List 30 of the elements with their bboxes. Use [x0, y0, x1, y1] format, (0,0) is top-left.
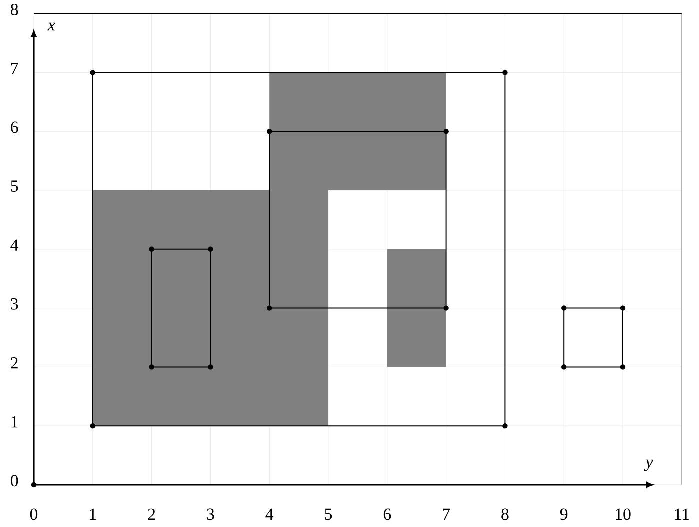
tick-label: 5 — [11, 180, 18, 192]
tick-label: 10 — [616, 508, 631, 520]
tick-label: 11 — [675, 508, 690, 520]
rectangle — [562, 306, 626, 370]
tick-label: 4 — [10, 240, 19, 251]
tick-label: 8 — [10, 4, 18, 16]
tick-label: 8 — [502, 508, 509, 520]
tick-label: 7 — [11, 63, 18, 74]
tick-label: 5 — [325, 508, 332, 520]
tick-label: 2 — [148, 508, 156, 520]
tick-label: 1 — [90, 508, 96, 520]
axis-label: x — [48, 22, 56, 31]
tick-label: 7 — [443, 508, 450, 520]
rectangle — [149, 246, 214, 370]
tick-label: 0 — [10, 475, 18, 487]
axis-label: y — [644, 460, 654, 472]
tick-label: 9 — [560, 508, 568, 520]
tick-label: 2 — [11, 357, 18, 369]
shaded-region — [387, 249, 446, 368]
tick-label: 1 — [12, 416, 18, 428]
shaded-region — [92, 190, 328, 426]
tick-label: 3 — [207, 508, 214, 520]
tick-label: 0 — [30, 508, 38, 520]
rectangle — [90, 70, 508, 429]
tick-label: 6 — [11, 122, 18, 134]
tick-label: 4 — [266, 508, 274, 520]
tick-label: 6 — [384, 508, 392, 520]
tick-label: 3 — [11, 298, 18, 310]
rectangle — [267, 129, 449, 311]
shaded-region — [270, 72, 446, 190]
